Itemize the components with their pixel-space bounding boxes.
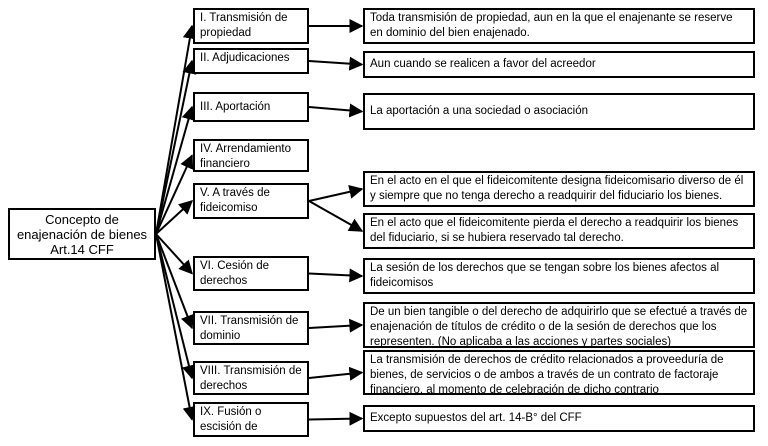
category-label: III. Aportación [200,101,271,113]
arrow-c9-to-d9 [308,411,364,426]
detail-fideicomiso-designa: En el acto en el que el fideicomitente d… [363,171,755,207]
arrow-c6-to-d6 [308,268,364,283]
arrow-root-to-c3 [155,105,196,235]
root-concept-label: Concepto de enajenación de bienes Art.14… [16,211,148,257]
arrow-c8-to-d8 [308,366,364,381]
detail-aportacion: La aportación a una sociedad o asociació… [363,93,755,130]
detail-transmision-derechos: La transmisión de derechos de crédito re… [363,350,755,395]
detail-text: La transmisión de derechos de crédito re… [370,354,724,395]
detail-text: De un bien tangible o del derecho de adq… [370,306,748,348]
category-fusion-escision: IX. Fusión o escisión de sociedades [193,402,309,437]
category-transmision-derechos: VIII. Transmisión de derechos [193,361,309,395]
category-label: VII. Transmisión de dominio [200,315,299,342]
arrow-c3-to-d3 [308,103,364,118]
detail-fideicomiso-pierde: En el acto que el fideicomitente pierda … [363,213,755,249]
arrow-root-to-c2 [155,59,197,235]
detail-text: En el acto en el que el fideicomitente d… [370,175,744,202]
category-label: II. Adjudicaciones [200,52,290,64]
detail-text: Aun cuando se realicen a favor del acree… [370,58,596,70]
category-fideicomiso: V. A través de fideicomiso [193,183,309,219]
arrow-root-to-c5 [155,200,194,235]
root-concept-box: Concepto de enajenación de bienes Art.14… [8,208,156,260]
category-cesion-derechos: VI. Cesión de derechos [193,256,309,291]
category-label: V. A través de fideicomiso [200,187,270,214]
detail-transmision-dominio: De un bien tangible o del derecho de adq… [363,302,755,348]
category-adjudicaciones: II. Adjudicaciones [193,48,309,74]
detail-transmision-propiedad: Toda transmisión de propiedad, aun en la… [363,8,755,44]
category-aportacion: III. Aportación [193,92,309,122]
arrow-c7-to-d7 [308,318,364,333]
category-label: IX. Fusión o escisión de sociedades [200,406,262,433]
arrow-root-to-c9 [155,233,197,421]
detail-text: La sesión de los derechos que se tengan … [370,262,720,289]
arrow-root-to-c6 [155,233,193,275]
arrow-root-to-c1 [155,24,197,235]
category-transmision-dominio: VII. Transmisión de dominio [193,311,309,345]
detail-fusion-escision: Excepto supuestos del art. 14-B° del CFF [363,405,755,432]
detail-adjudicaciones: Aun cuando se realicen a favor del acree… [363,51,755,78]
arrow-root-to-c8 [155,233,196,380]
category-label: IV. Arrendamiento financiero [200,143,291,170]
arrow-root-to-c4 [155,154,194,235]
arrow-c5-to-d5 [308,200,364,232]
arrow-c2-to-d2 [308,56,364,71]
arrow-c5-to-d4 [308,184,364,202]
detail-text: Excepto supuestos del art. 14-B° del CFF [370,412,582,424]
arrow-root-to-c7 [155,233,195,330]
detail-text: En el acto que el fideicomitente pierda … [370,217,739,244]
detail-text: La aportación a una sociedad o asociació… [370,105,589,117]
category-label: VI. Cesión de derechos [200,260,270,287]
category-label: VIII. Transmisión de derechos [200,365,302,392]
detail-cesion-derechos: La sesión de los derechos que se tengan … [363,258,755,294]
category-transmision-propiedad: I. Transmisión de propiedad [193,8,309,44]
category-label: I. Transmisión de propiedad [200,12,288,39]
detail-text: Toda transmisión de propiedad, aun en la… [370,12,733,39]
category-arrendamiento-financiero: IV. Arrendamiento financiero [193,139,309,172]
